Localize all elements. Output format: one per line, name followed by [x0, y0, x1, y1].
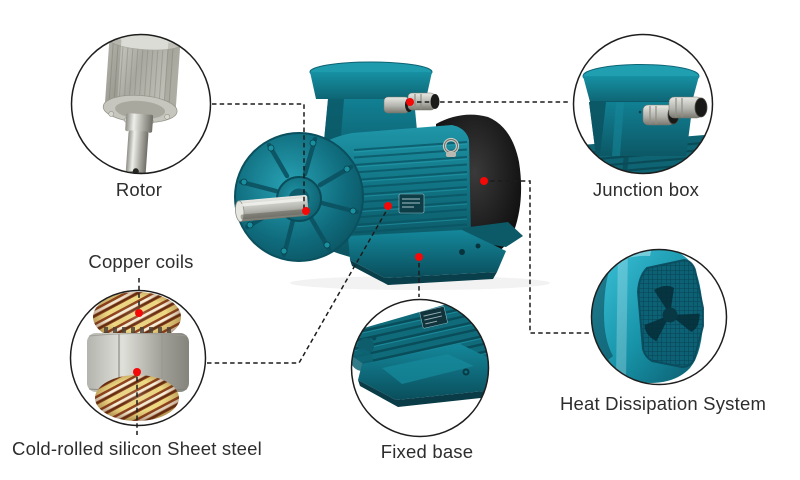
connector-stator-to-motor: [207, 207, 389, 364]
heat-dissipation-inset-photo: [590, 248, 728, 386]
motor-shaft: [235, 194, 309, 222]
label-rotor: Rotor: [115, 179, 163, 200]
marker-dot-junction-box: [406, 98, 414, 106]
marker-dot-shaft: [302, 207, 310, 215]
stator-inset-photo: [69, 289, 207, 427]
connector-rotor: [212, 103, 305, 209]
motor-nameplate: [398, 193, 425, 214]
marker-dot-base: [415, 253, 423, 261]
label-junction-box: Junction box: [592, 179, 700, 200]
fixed-base-inset-photo: [350, 298, 490, 438]
marker-dot-body: [384, 202, 392, 210]
stator-callout-circle: [69, 289, 207, 427]
heat-dissipation-callout-circle: [590, 248, 728, 386]
label-heat-dissipation: Heat Dissipation System: [559, 393, 767, 414]
rotor-callout-circle: [70, 33, 212, 175]
rotor-inset-photo: [70, 33, 212, 175]
label-fixed-base: Fixed base: [380, 441, 474, 462]
label-silicon-steel: Cold-rolled silicon Sheet steel: [12, 438, 262, 459]
callout-connector-lines: [136, 101, 589, 435]
marker-dot-fan-cover: [480, 177, 488, 185]
connector-heat-dissipation: [490, 180, 589, 334]
main-motor-illustration: [234, 61, 550, 290]
marker-dot-copper-coils: [135, 309, 143, 317]
label-copper-coils: Copper coils: [88, 251, 194, 272]
junction-box-inset-photo: [572, 33, 714, 175]
marker-dot-silicon-steel: [133, 368, 141, 376]
fixed-base-callout-circle: [350, 298, 490, 438]
motor-base-feet: [348, 222, 523, 285]
junction-box-callout-circle: [572, 33, 714, 175]
eye-bolt: [442, 137, 460, 157]
marker-dots: [133, 98, 488, 376]
